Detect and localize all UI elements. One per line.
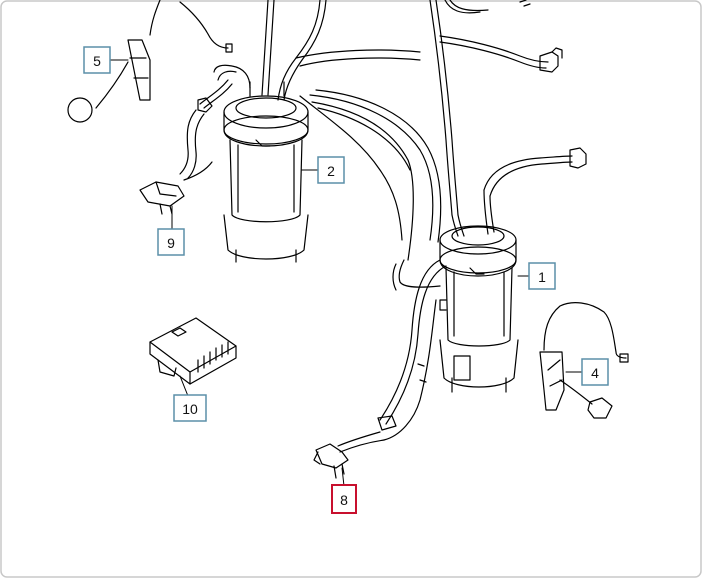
callout-number-1: 1 [538, 269, 546, 285]
callout-box-8[interactable] [331, 484, 357, 514]
callout-2[interactable]: 2 [317, 156, 345, 184]
callout-box-9[interactable] [157, 228, 185, 256]
callout-4[interactable]: 4 [581, 358, 609, 386]
callout-8[interactable]: 8 [331, 484, 357, 514]
control-unit-10 [149, 317, 237, 385]
level-sender-4 [539, 302, 629, 419]
callout-labels: 5 2 9 1 10 4 8 [83, 46, 609, 514]
callout-9[interactable]: 9 [157, 228, 185, 256]
callout-5[interactable]: 5 [83, 46, 111, 74]
lower-harness [313, 259, 447, 479]
callout-box-1[interactable] [528, 262, 556, 290]
callout-number-2: 2 [327, 163, 335, 179]
callout-box-4[interactable] [581, 358, 609, 386]
callout-number-10: 10 [182, 401, 198, 417]
callout-10[interactable]: 10 [173, 394, 207, 422]
level-sender-5 [67, 0, 233, 123]
fuel-pump-2 [223, 81, 309, 263]
connector-9 [139, 109, 213, 215]
callout-number-8: 8 [340, 492, 348, 508]
callout-box-2[interactable] [317, 156, 345, 184]
fuel-pump-1 [439, 189, 519, 393]
callout-box-10[interactable] [173, 394, 207, 422]
callout-box-5[interactable] [83, 46, 111, 74]
callout-number-9: 9 [167, 235, 175, 251]
wiring-harness [197, 0, 587, 261]
callout-number-4: 4 [591, 365, 599, 381]
callout-1[interactable]: 1 [528, 262, 556, 290]
leader-lines [109, 59, 583, 487]
callout-number-5: 5 [93, 53, 101, 69]
